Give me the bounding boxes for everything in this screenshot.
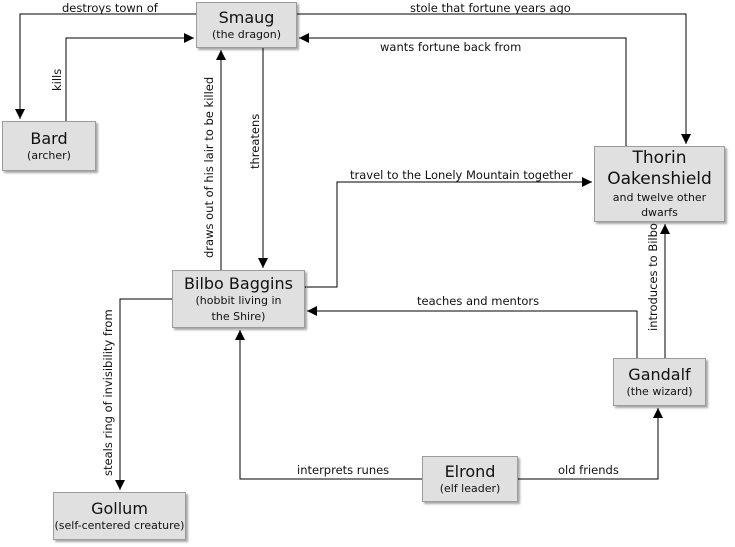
edge-label-old-friends: old friends: [558, 463, 619, 477]
edge-label-destroys-town-of: destroys town of: [62, 1, 158, 15]
node-smaug-desc: (the dragon): [211, 28, 282, 41]
node-gollum: Gollum (self-centered creature): [53, 492, 186, 540]
edge-label-steals-ring: steals ring of invisibility from: [101, 309, 115, 476]
node-gandalf-desc: (the wizard): [626, 385, 693, 398]
edge-smaug-bard: [15, 13, 196, 119]
edge-elrond-bilbo: [235, 330, 422, 480]
node-elrond-name: Elrond: [444, 462, 496, 481]
edge-label-kills: kills: [50, 68, 64, 91]
node-smaug: Smaug (the dragon): [196, 2, 297, 48]
node-gandalf-name: Gandalf: [628, 365, 691, 384]
node-bilbo-name: Bilbo Baggins: [184, 273, 293, 293]
edge-label-draws-out-of-lair: draws out of his lair to be killed: [202, 76, 216, 258]
node-gandalf: Gandalf (the wizard): [613, 358, 706, 406]
edge-label-travel-lonely-mountain: travel to the Lonely Mountain together: [350, 168, 573, 182]
node-bard: Bard (archer): [2, 121, 96, 171]
node-bard-desc: (archer): [27, 149, 71, 162]
edge-label-teaches-and-mentors: teaches and mentors: [417, 294, 540, 308]
node-bard-name: Bard: [30, 129, 68, 148]
edge-label-threatens: threatens: [248, 113, 262, 169]
node-smaug-name: Smaug: [218, 8, 275, 27]
edge-label-wants-fortune-back: wants fortune back from: [380, 40, 522, 54]
edge-gandalf-bilbo: [307, 306, 638, 358]
edge-bilbo-thorin: [297, 177, 592, 292]
node-bilbo: Bilbo Baggins (hobbit living in the Shir…: [172, 270, 305, 328]
node-thorin-desc: and twelve other dwarfs: [612, 191, 707, 219]
node-gollum-name: Gollum: [91, 499, 148, 518]
edge-bard-smaug: [65, 33, 194, 121]
node-elrond: Elrond (elf leader): [422, 456, 518, 502]
node-bilbo-desc-line2: the Shire): [211, 309, 266, 323]
edge-label-interprets-runes: interprets runes: [297, 463, 390, 477]
node-thorin-name-line1: Thorin: [632, 148, 687, 168]
edge-smaug-thorin: [297, 13, 691, 144]
node-gollum-desc: (self-centered creature): [54, 519, 185, 532]
edge-thorin-smaug: [299, 33, 627, 146]
edge-elrond-gandalf: [518, 408, 663, 480]
node-bilbo-desc-line1: (hobbit living in: [195, 293, 282, 307]
node-thorin: Thorin Oakenshield and twelve other dwar…: [594, 146, 725, 222]
node-elrond-desc: (elf leader): [439, 482, 501, 495]
edge-label-stole-fortune: stole that fortune years ago: [410, 1, 571, 15]
edge-label-introduces-to-bilbo: introduces to Bilbo: [646, 223, 660, 331]
edge-bilbo-gollum: [115, 298, 172, 490]
node-thorin-name-line2: Oakenshield: [607, 169, 712, 189]
